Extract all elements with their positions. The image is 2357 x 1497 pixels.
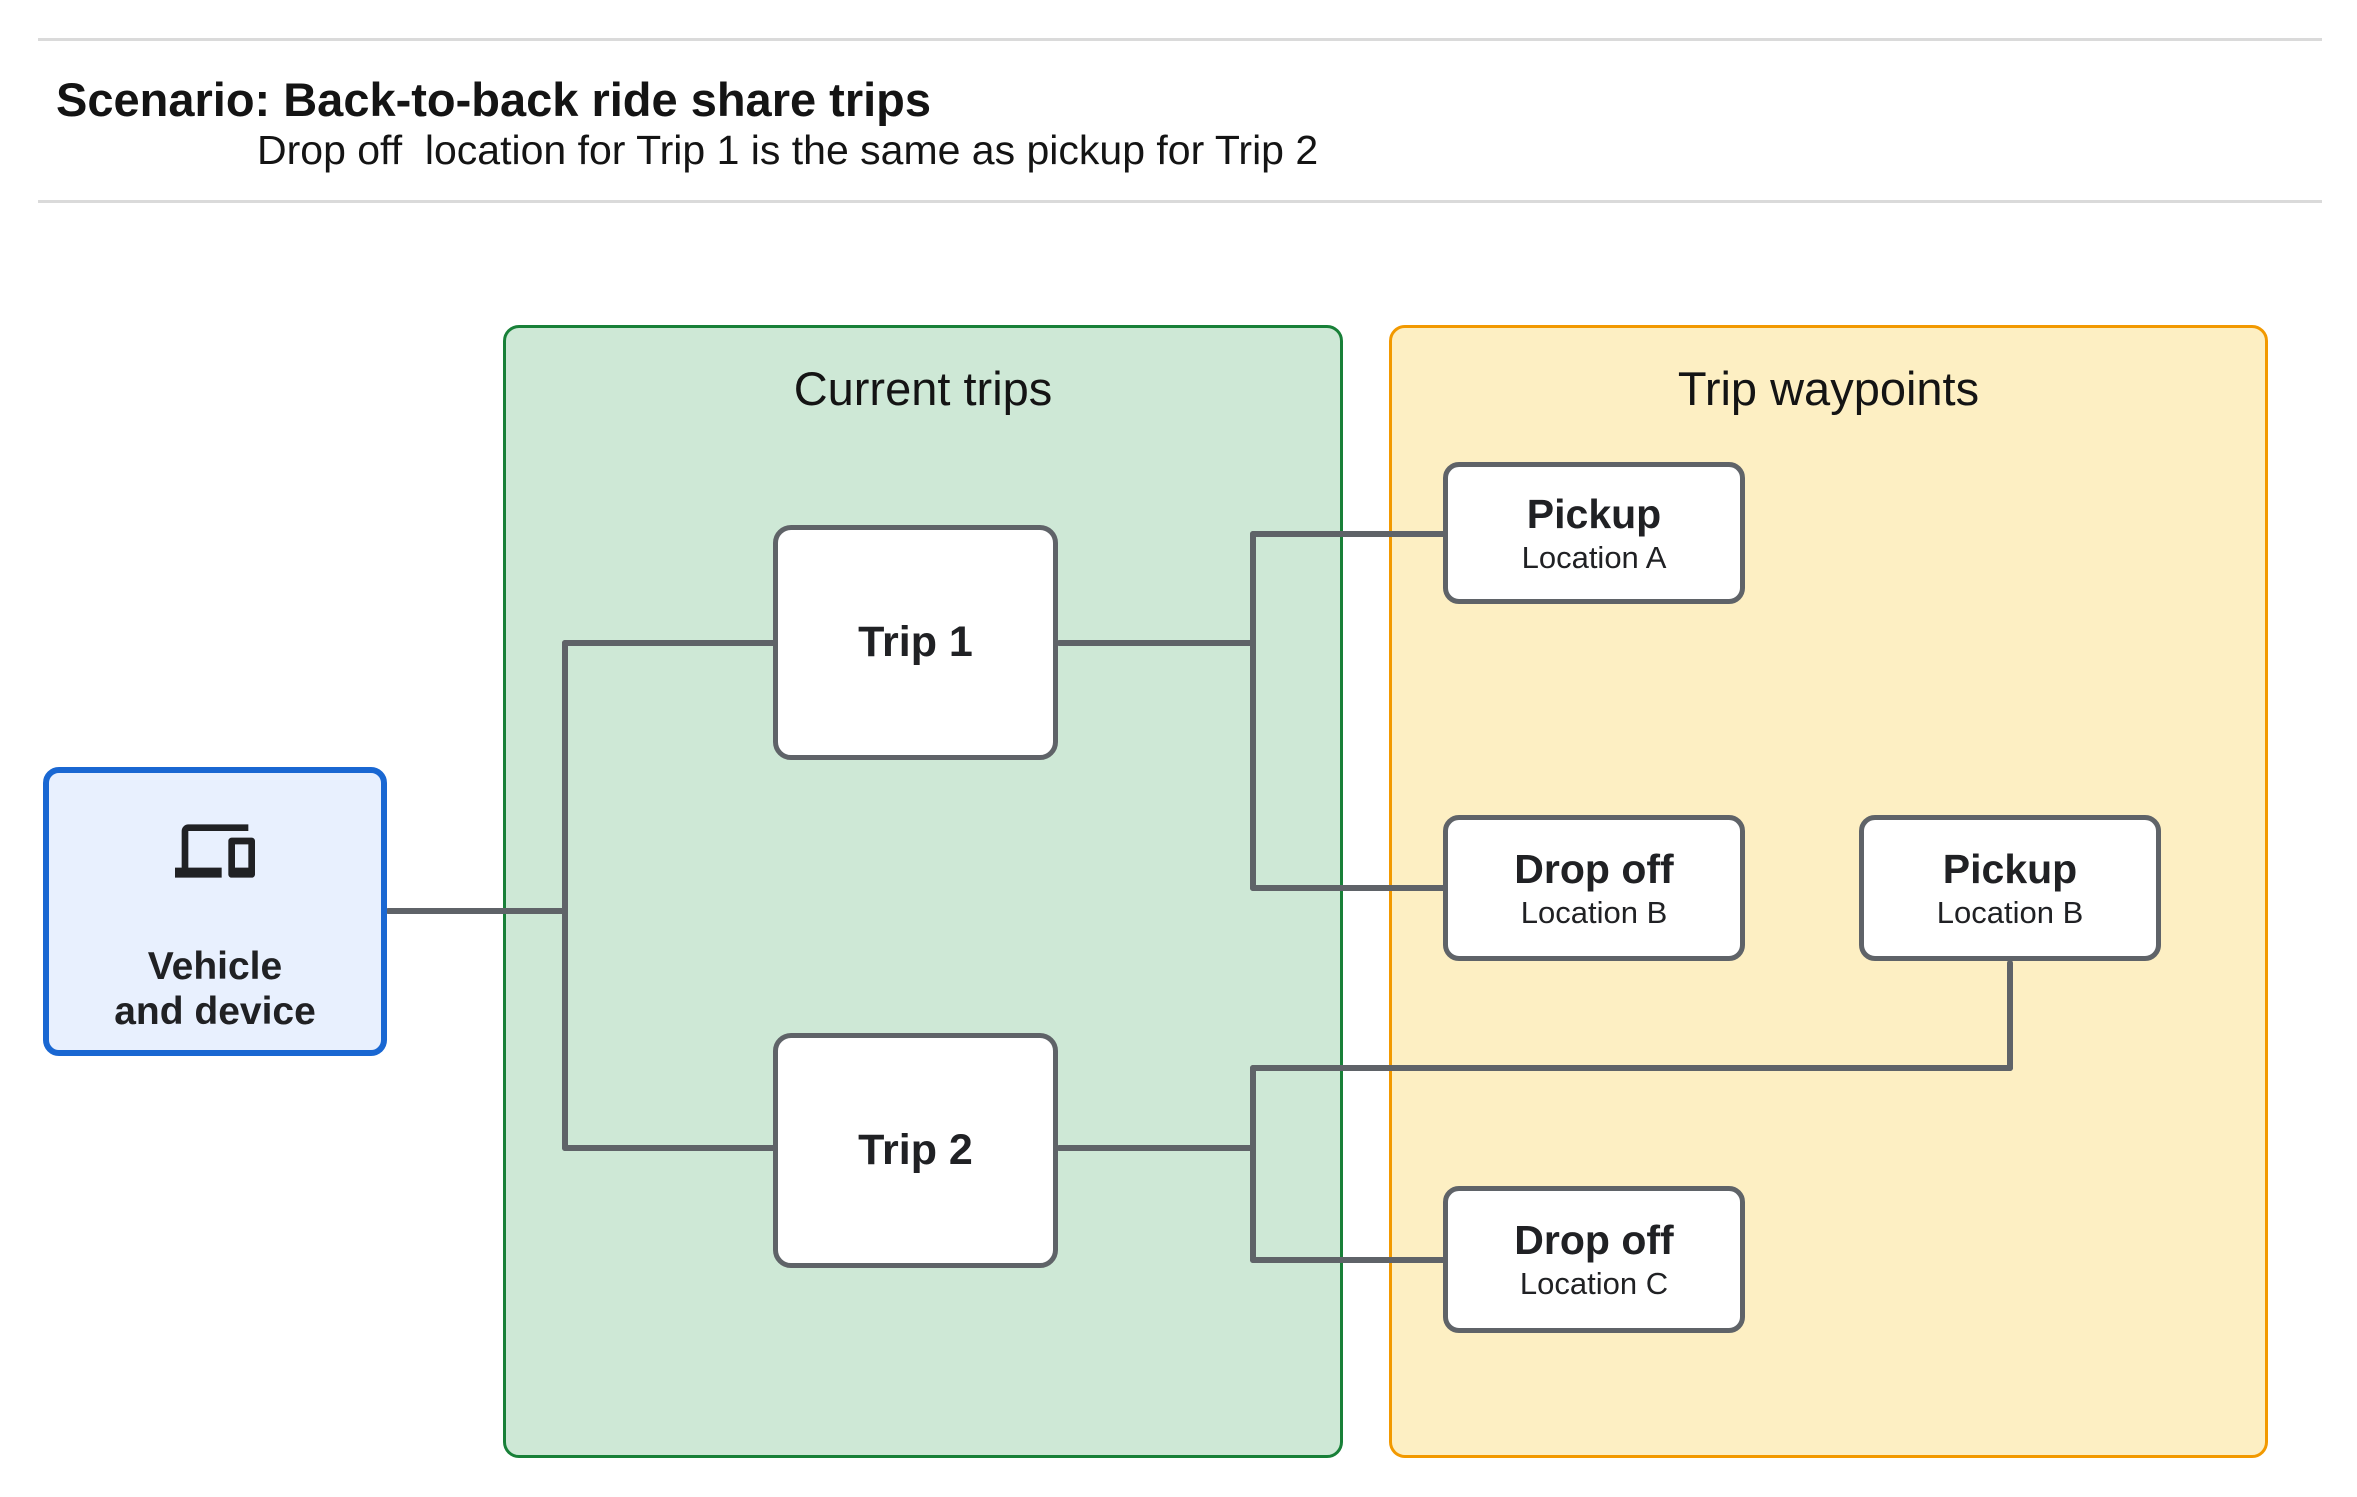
top-divider (38, 38, 2322, 41)
node-pickup-location-a-subtitle: Location A (1521, 539, 1667, 575)
connector-pickup-b-horizontal (1250, 1065, 2013, 1071)
connector-pickup-b-drop (2007, 960, 2013, 1071)
node-dropoff-location-c-subtitle: Location C (1519, 1266, 1669, 1301)
scenario-subtitle: Drop off location for Trip 1 is the same… (257, 127, 1319, 173)
connector-pickup-a-in (1250, 531, 1446, 537)
node-dropoff-location-c-title: Drop off (1514, 1217, 1674, 1263)
group-trip-waypoints-title: Trip waypoints (1677, 362, 1980, 415)
node-vehicle: Vehicle and device (43, 767, 387, 1056)
connector-trip2-junction-vertical (1250, 1065, 1256, 1263)
connector-trip2-out (1056, 1145, 1256, 1151)
connector-dropoff-b-in (1250, 885, 1446, 891)
group-current-trips-title: Current trips (793, 362, 1053, 415)
connector-trip1-junction-vertical (1250, 531, 1256, 891)
node-trip-2-label: Trip 2 (858, 1126, 973, 1174)
node-vehicle-label-line1: Vehicle (147, 945, 283, 988)
node-pickup-location-a: Pickup Location A (1443, 462, 1745, 604)
node-dropoff-location-b-subtitle: Location B (1520, 894, 1668, 930)
node-trip-1: Trip 1 (773, 525, 1058, 760)
connector-trip2-in (562, 1145, 776, 1151)
scenario-title: Scenario: Back-to-back ride share trips (56, 73, 932, 126)
node-dropoff-location-b-title: Drop off (1514, 845, 1674, 892)
node-pickup-location-b-title: Pickup (1942, 845, 2078, 892)
connector-branch-vertical (562, 640, 568, 1151)
group-current-trips: Current trips (503, 325, 1343, 1458)
node-vehicle-label: Vehicle and device (49, 944, 381, 1034)
node-dropoff-location-c: Drop off Location C (1443, 1186, 1745, 1333)
connector-vehicle-out (385, 908, 568, 914)
header-divider (38, 200, 2322, 203)
connector-dropoff-c-in (1250, 1257, 1446, 1263)
node-dropoff-location-b: Drop off Location B (1443, 815, 1745, 961)
node-pickup-location-a-title: Pickup (1526, 490, 1662, 537)
connector-trip1-in (562, 640, 776, 646)
node-vehicle-label-line2: and device (114, 990, 316, 1033)
node-pickup-location-b: Pickup Location B (1859, 815, 2161, 961)
connector-trip1-out (1056, 640, 1256, 646)
devices-icon (175, 824, 255, 878)
node-pickup-location-b-subtitle: Location B (1936, 894, 2084, 930)
node-trip-1-label: Trip 1 (858, 618, 973, 666)
node-trip-2: Trip 2 (773, 1033, 1058, 1268)
